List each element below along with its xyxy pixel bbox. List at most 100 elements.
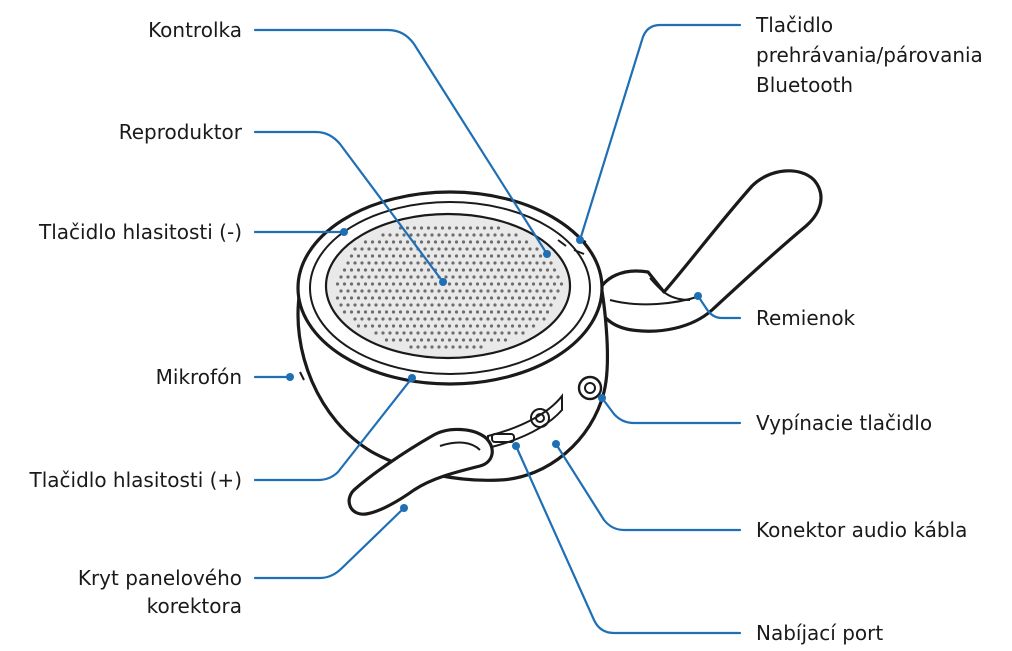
grille-hole	[500, 289, 504, 293]
grille-hole	[447, 240, 452, 244]
grille-hole	[524, 268, 529, 272]
grille-hole	[475, 296, 480, 300]
grille-hole	[381, 289, 385, 293]
grille-hole	[514, 317, 518, 321]
grille-hole	[395, 247, 399, 251]
grille-hole	[493, 233, 497, 237]
grille-hole	[391, 268, 396, 272]
grille-hole	[465, 303, 469, 307]
grille-hole	[482, 226, 487, 230]
grille-hole	[475, 338, 480, 342]
grille-hole	[559, 282, 564, 286]
grille-hole	[461, 338, 466, 342]
grille-hole	[531, 324, 536, 328]
grille-hole	[510, 268, 515, 272]
grille-hole	[398, 338, 403, 342]
grille-hole	[503, 310, 508, 314]
grille-hole	[472, 289, 476, 293]
grille-hole	[493, 275, 497, 279]
play-button-mark	[573, 249, 585, 255]
grille-hole	[384, 338, 389, 342]
grille-hole	[472, 331, 476, 335]
grille-hole	[402, 233, 406, 237]
grille-hole	[482, 254, 487, 258]
grille-hole	[405, 310, 410, 314]
grille-hole	[447, 282, 452, 286]
grille-hole	[528, 289, 532, 293]
grille-hole	[416, 261, 420, 265]
grille-hole	[444, 261, 448, 265]
grille-hole	[447, 226, 452, 230]
strap-right	[594, 169, 823, 333]
grille-hole	[514, 331, 518, 335]
grille-hole	[472, 317, 476, 321]
power-button-shape	[577, 375, 603, 401]
grille-hole	[335, 282, 340, 286]
grille-hole	[531, 268, 536, 272]
grille-hole	[423, 261, 427, 265]
grille-hole	[377, 282, 382, 286]
grille-hole	[416, 345, 420, 349]
grille-hole	[419, 338, 424, 342]
grille-hole	[423, 233, 427, 237]
grille-hole	[384, 254, 389, 258]
grille-hole	[454, 296, 459, 300]
grille-hole	[412, 296, 417, 300]
grille-hole	[440, 296, 445, 300]
grille-hole	[510, 282, 515, 286]
grille-hole	[500, 331, 504, 335]
grille-hole	[416, 317, 420, 321]
grille-hole	[381, 317, 385, 321]
grille-hole	[517, 324, 522, 328]
grille-hole	[524, 296, 529, 300]
leader-speaker	[253, 130, 445, 284]
grille-hole	[493, 289, 497, 293]
grille-hole	[454, 226, 459, 230]
grille-hole	[395, 275, 399, 279]
grille-hole	[437, 233, 441, 237]
grille-hole	[444, 303, 448, 307]
grille-hole	[496, 240, 501, 244]
grille-hole	[370, 310, 375, 314]
grille-hole	[479, 331, 483, 335]
grille-hole	[405, 282, 410, 286]
grille-hole	[528, 261, 532, 265]
grille-hole	[524, 324, 529, 328]
grille-hole	[447, 296, 452, 300]
grille-hole	[479, 261, 483, 265]
grille-hole	[426, 240, 431, 244]
grille-hole	[468, 296, 473, 300]
grille-hole	[451, 345, 455, 349]
grille-hole	[514, 247, 518, 251]
grille-hole	[342, 296, 347, 300]
label-cover-line1: Kryt panelového	[78, 566, 242, 590]
grille-hole	[405, 226, 410, 230]
grille-hole	[360, 289, 364, 293]
grille-hole	[423, 275, 427, 279]
grille-hole	[468, 310, 473, 314]
grille-hole	[489, 268, 494, 272]
indicator-mark	[557, 239, 567, 247]
grille-hole	[339, 275, 343, 279]
grille-hole	[472, 247, 476, 251]
grille-hole	[444, 247, 448, 251]
grille-hole	[458, 261, 462, 265]
grille-hole	[339, 289, 343, 293]
labels-left: Kontrolka Reproduktor Tlačidlo hlasitost…	[28, 18, 242, 618]
grille-hole	[500, 247, 504, 251]
grille-hole	[531, 296, 536, 300]
grille-hole	[552, 296, 557, 300]
grille-hole	[402, 247, 406, 251]
leader-cover	[253, 506, 406, 580]
grille-hole	[496, 254, 501, 258]
grille-hole	[440, 240, 445, 244]
grille-hole	[419, 310, 424, 314]
label-speaker: Reproduktor	[119, 120, 243, 144]
grille-hole	[363, 268, 368, 272]
grille-hole	[510, 310, 515, 314]
label-volume-down: Tlačidlo hlasitosti (-)	[38, 220, 242, 244]
grille-hole	[374, 275, 378, 279]
grille-hole	[468, 324, 473, 328]
grille-hole	[461, 240, 466, 244]
